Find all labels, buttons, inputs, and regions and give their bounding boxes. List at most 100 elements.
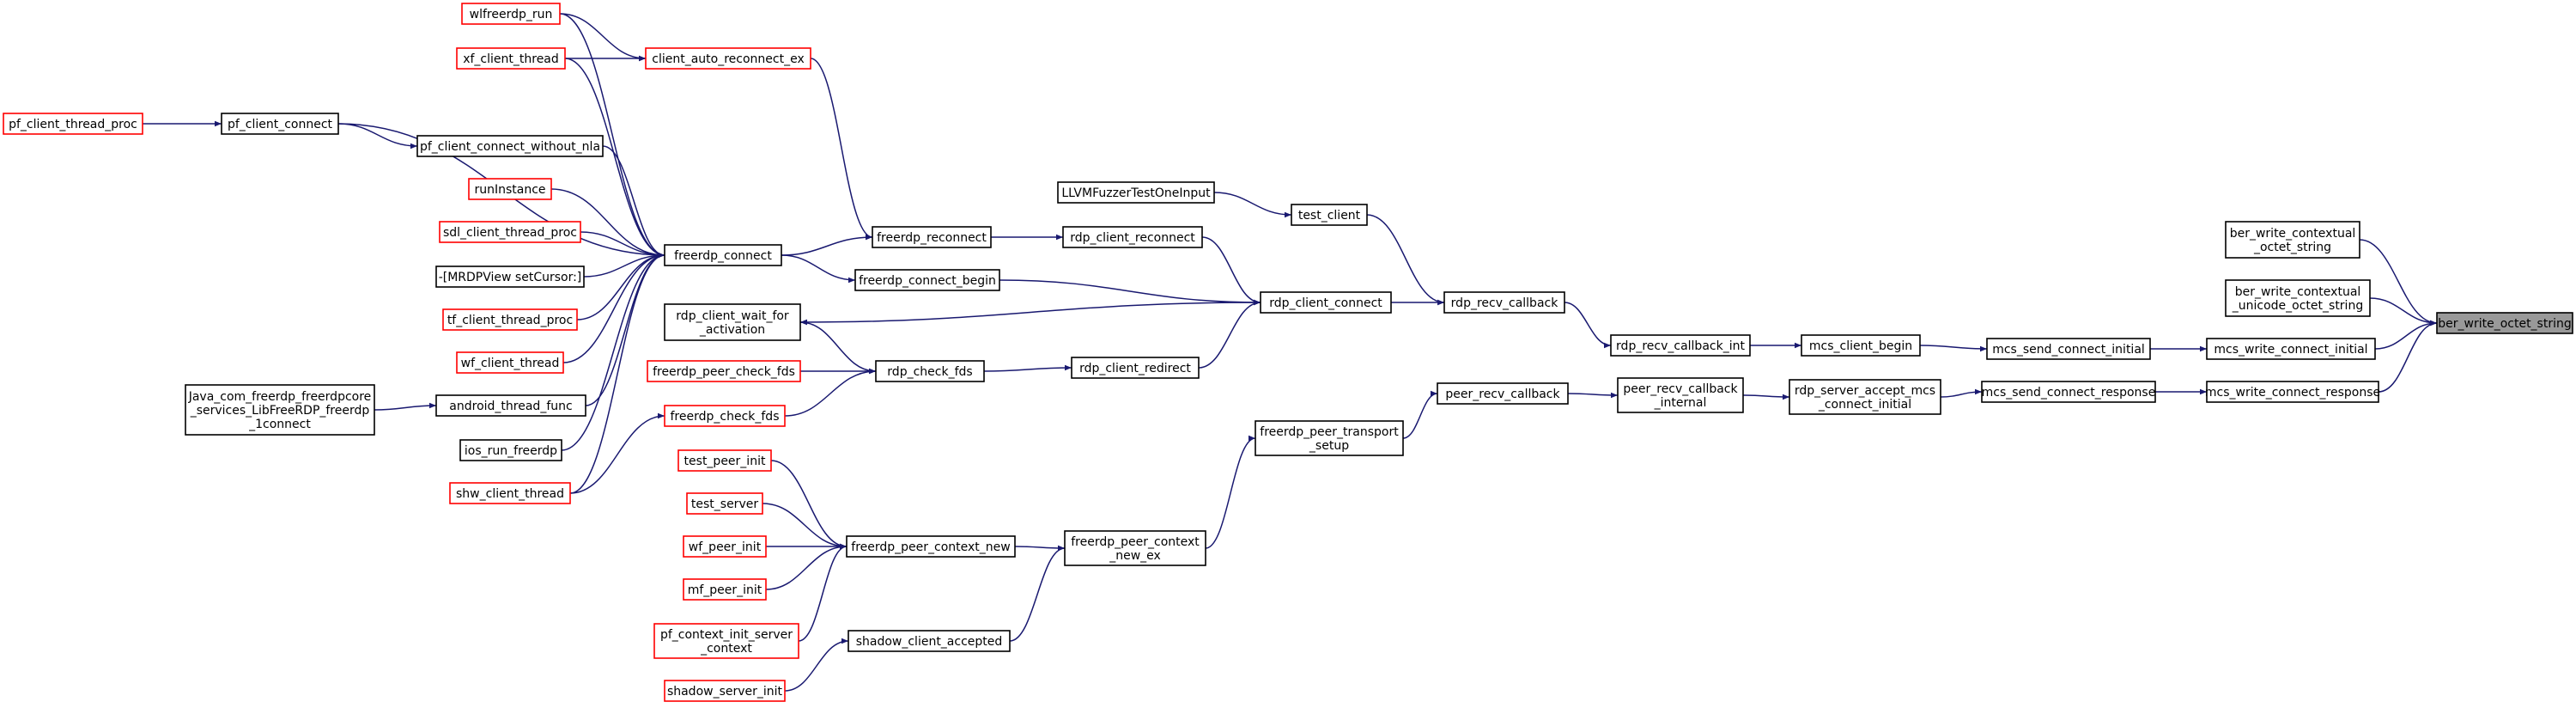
edge-shw-client-thread-to-freerdp-connect [569,252,665,494]
node-freerdp-peer-transport-setup[interactable]: freerdp_peer_transport_setup [1255,420,1404,456]
edge-rdp-recv-callback-to-rdp-recv-callback-int [1564,302,1612,349]
node-test-client[interactable]: test_client [1291,204,1368,226]
node-mrdpview-setcursor[interactable]: -[MRDPView setCursor:] [435,266,585,288]
edge-freerdp-peer-context-new-ex-to-freerdp-peer-transport-setup [1205,435,1256,549]
node-freerdp-connect[interactable]: freerdp_connect [664,244,782,266]
node-mcs-write-connect-response[interactable]: mcs_write_connect_response [2205,381,2380,403]
node-freerdp-check-fds[interactable]: freerdp_check_fds [664,405,786,427]
node-box [848,630,1011,652]
node-rdp-recv-callback[interactable]: rdp_recv_callback [1443,291,1565,314]
node-peer-recv-callback-internal[interactable]: peer_recv_callback_internal [1617,377,1744,413]
node-label: rdp_client_wait_for [676,309,789,323]
node-client-auto-reconnect-ex[interactable]: client_auto_reconnect_ex [645,47,811,70]
node-label: freerdp_peer_transport [1260,425,1399,439]
node-label: _setup [1309,439,1349,453]
node-test-peer-init[interactable]: test_peer_init [677,449,772,472]
node-box [442,308,578,331]
node-label: peer_recv_callback [1623,382,1738,396]
node-label: _context [700,642,752,656]
node-wf-peer-init[interactable]: wf_peer_init [683,535,767,558]
node-freerdp-peer-check-fds[interactable]: freerdp_peer_check_fds [647,360,801,382]
node-freerdp-peer-context-new-ex[interactable]: freerdp_peer_context_new_ex [1064,530,1206,566]
node-box [677,449,772,472]
node-label: wlfreerdp_run [470,8,553,21]
node-test-server[interactable]: test_server [686,492,763,515]
node-box [875,360,985,382]
node-pf-client-thread-proc[interactable]: pf_client_thread_proc [3,113,143,135]
node-sdl-client-thread-proc[interactable]: sdl_client_thread_proc [439,221,581,243]
node-mcs-write-connect-initial[interactable]: mcs_write_connect_initial [2206,338,2376,360]
node-label: rdp_client_connect [1269,296,1382,310]
node-rdp-recv-callback-int[interactable]: rdp_recv_callback_int [1610,334,1751,357]
node-peer-recv-callback[interactable]: peer_recv_callback [1437,382,1569,405]
edge-xf-client-thread-to-freerdp-connect [564,58,665,259]
node-shw-client-thread[interactable]: shw_client_thread [449,482,571,504]
node-freerdp-reconnect[interactable]: freerdp_reconnect [872,226,992,248]
node-shadow-server-init[interactable]: shadow_server_init [664,680,786,702]
node-mcs-send-connect-response[interactable]: mcs_send_connect_response [1981,381,2156,403]
node-mf-peer-init[interactable]: mf_peer_init [683,578,767,601]
node-ios-run-freerdp[interactable]: ios_run_freerdp [459,439,562,461]
edge-sdl-client-thread-proc-to-freerdp-connect [580,231,665,259]
node-box [645,47,811,70]
node-label: mcs_write_connect_initial [2214,343,2367,357]
node-wlfreerdp-run[interactable]: wlfreerdp_run [461,3,561,25]
node-java-com-freerdp[interactable]: Java_com_freerdp_freerdpcore_services_Li… [185,384,375,436]
node-box [435,394,586,417]
edge-rdp-client-reconnect-to-rdp-client-connect [1201,236,1261,306]
node-box [2225,221,2360,259]
node-tf-client-thread-proc[interactable]: tf_client_thread_proc [442,308,578,331]
node-box [2206,338,2376,360]
node-wf-client-thread[interactable]: wf_client_thread [456,351,564,374]
node-box [1610,334,1751,357]
node-llvmfuzzertestoneinput[interactable]: LLVMFuzzerTestOneInput [1057,181,1215,204]
node-box [1801,334,1921,357]
node-xf-client-thread[interactable]: xf_client_thread [456,47,566,70]
node-pf-client-connect[interactable]: pf_client_connect [221,113,339,135]
node-label: wf_client_thread [461,357,560,370]
node-ber-write-contextual-unicode-octet-string[interactable]: ber_write_contextual_unicode_octet_strin… [2225,279,2371,317]
edge-mcs-write-connect-initial-to-ber-write-octet-string [2374,320,2438,350]
node-freerdp-peer-context-new[interactable]: freerdp_peer_context_new [846,535,1016,558]
node-label: mcs_client_begin [1809,339,1912,353]
edge-pf-client-connect-without-nla-to-freerdp-connect [602,145,665,259]
node-box [1260,291,1392,314]
node-pf-context-init-server-context[interactable]: pf_context_init_server_context [653,623,799,659]
node-rdp-client-wait-for-activation[interactable]: rdp_client_wait_for_activation [664,303,801,341]
node-android-thread-func[interactable]: android_thread_func [435,394,586,417]
edge-rdp-check-fds-to-rdp-client-redirect [983,364,1072,372]
node-mcs-client-begin[interactable]: mcs_client_begin [1801,334,1921,357]
node-rdp-client-reconnect[interactable]: rdp_client_reconnect [1062,226,1203,248]
node-freerdp-connect-begin[interactable]: freerdp_connect_begin [854,269,1000,291]
node-box [439,221,581,243]
edge-freerdp-connect-to-freerdp-connect-begin [781,254,856,284]
node-label: mcs_write_connect_response [2205,386,2380,400]
edge-mf-peer-init-to-freerdp-peer-context-new [765,543,848,590]
node-label: _connect_initial [1818,398,1911,412]
node-pf-client-connect-without-nla[interactable]: pf_client_connect_without_nla [416,135,604,157]
node-rdp-server-accept-mcs-connect-initial[interactable]: rdp_server_accept_mcs_connect_initial [1789,379,1941,415]
node-box [185,384,375,436]
node-label: LLVMFuzzerTestOneInput [1061,186,1211,200]
node-label: _services_LibFreeRDP_freerdp [190,404,370,418]
node-label: Java_com_freerdp_freerdpcore [188,390,372,404]
node-box [456,351,564,374]
node-ber-write-octet-string[interactable]: ber_write_octet_string [2436,312,2573,334]
edges-layer [143,13,2438,692]
node-mcs-send-connect-initial[interactable]: mcs_send_connect_initial [1986,338,2151,360]
node-runinstance[interactable]: runInstance [468,178,552,200]
edge-rdp-server-accept-mcs-connect-initial-to-mcs-send-connect-response [1940,388,1983,398]
node-box [1291,204,1368,226]
node-rdp-check-fds[interactable]: rdp_check_fds [875,360,985,382]
edge-freerdp-connect-begin-to-rdp-client-connect [999,279,1261,306]
node-label: rdp_client_redirect [1079,362,1191,375]
edge-test-server-to-freerdp-peer-context-new [762,503,848,550]
node-shadow-client-accepted[interactable]: shadow_client_accepted [848,630,1011,652]
edge-java-com-freerdp-to-android-thread-func [374,402,437,411]
node-ber-write-contextual-octet-string[interactable]: ber_write_contextual_octet_string [2225,221,2360,259]
node-rdp-client-redirect[interactable]: rdp_client_redirect [1071,357,1200,379]
node-label: android_thread_func [449,400,572,413]
node-rdp-client-connect[interactable]: rdp_client_connect [1260,291,1392,314]
node-box [461,3,561,25]
